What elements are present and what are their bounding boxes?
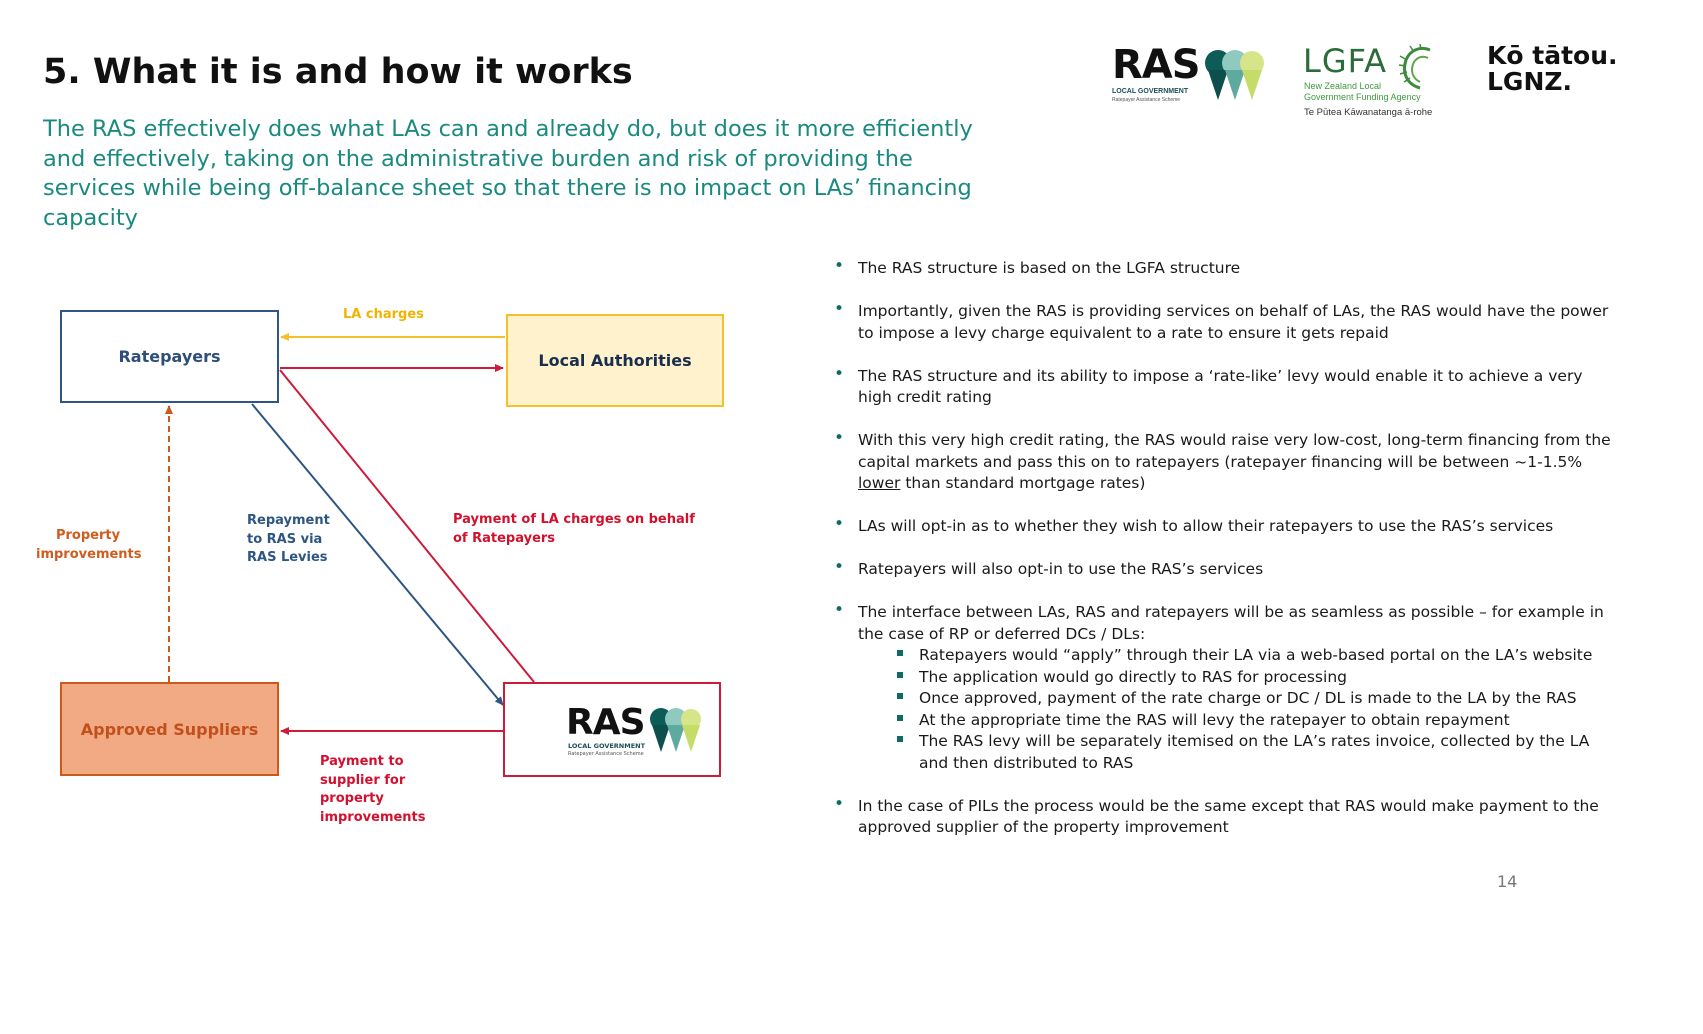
arrow-payment-la-charges <box>279 369 535 683</box>
fern-icon <box>1398 44 1431 90</box>
lgfa-logo-line1: New Zealand Local <box>1304 81 1382 91</box>
ras-logo-name: RAS <box>1112 42 1201 88</box>
sub-bullet-list: Ratepayers would “apply” through their L… <box>858 645 1616 774</box>
lgfa-logo-name: LGFA <box>1303 42 1387 80</box>
square-bullet-icon <box>897 714 903 721</box>
page-title: 5. What it is and how it works <box>43 52 633 92</box>
lgnz-logo-line2: LGNZ. <box>1487 67 1572 96</box>
node-ras: RAS LOCAL GOVERNMENT Ratepayer Assistanc… <box>503 682 721 777</box>
bullet-dot-icon: • <box>834 793 845 814</box>
bullet-item: •In the case of PILs the process would b… <box>834 793 1599 837</box>
bullet-dot-icon: • <box>834 363 845 384</box>
ras-logo-line2: Ratepayer Assistance Scheme <box>1112 97 1181 103</box>
label-la-charges: LA charges <box>343 307 424 322</box>
sub-bullet-item: At the appropriate time the RAS will lev… <box>897 710 1616 732</box>
page-number: 14 <box>1497 872 1518 891</box>
bullet-item: •The RAS structure and its ability to im… <box>834 363 1583 407</box>
bullet-dot-icon: • <box>834 600 845 620</box>
node-ras-line2: Ratepayer Assistance Scheme <box>568 750 644 757</box>
sub-bullet-item: The application would go directly to RAS… <box>897 667 1616 689</box>
square-bullet-icon <box>897 650 903 656</box>
square-bullet-icon <box>897 693 903 699</box>
node-ratepayers: Ratepayers <box>60 310 279 403</box>
bullet-dot-icon: • <box>834 256 845 276</box>
ras-logo-mark-icon <box>1205 50 1264 100</box>
bullet-dot-icon: • <box>834 557 845 577</box>
bullet-list: •The RAS structure is based on the LGFA … <box>834 256 1616 860</box>
node-ras-name: RAS <box>566 701 646 743</box>
page-subtitle: The RAS effectively does what LAs can an… <box>43 116 973 231</box>
bullet-dot-icon: • <box>834 299 845 319</box>
ras-logo-line1: LOCAL GOVERNMENT <box>1112 88 1189 95</box>
node-ras-line1: LOCAL GOVERNMENT <box>568 741 646 750</box>
bullet-item: •Importantly, given the RAS is providing… <box>834 299 1609 342</box>
bullet-dot-icon: • <box>834 428 845 448</box>
arrow-repayment <box>251 403 504 706</box>
sub-bullet-item: Ratepayers would “apply” through their L… <box>897 645 1616 667</box>
square-bullet-icon <box>897 671 903 678</box>
lgnz-logo-line1: Kō tātou. <box>1487 41 1618 70</box>
bullet-item: •The RAS structure is based on the LGFA … <box>834 256 1241 277</box>
label-property-improvements: Property improvements <box>36 528 142 562</box>
bullet-item: •With this very high credit rating, the … <box>834 428 1611 492</box>
bullet-item: •Ratepayers will also opt-in to use the … <box>834 557 1264 578</box>
lgfa-logo-line2: Government Funding Agency <box>1304 92 1421 102</box>
ras-logo-mark-icon <box>650 707 701 752</box>
label-payment-la-charges: Payment of LA charges on behalf of Ratep… <box>453 512 695 546</box>
sub-bullet-item: Once approved, payment of the rate charg… <box>897 688 1616 710</box>
sub-bullet-item: The RAS levy will be separately itemised… <box>897 731 1616 774</box>
bullet-item: •LAs will opt-in as to whether they wish… <box>834 514 1554 535</box>
lgnz-logo: Kō tātou. LGNZ. <box>1487 43 1618 95</box>
label-repayment: Repayment to RAS via RAS Levies <box>247 513 330 565</box>
node-approved-suppliers: Approved Suppliers <box>60 682 279 776</box>
bullet-item: •The interface between LAs, RAS and rate… <box>834 600 1616 774</box>
bullet-dot-icon: • <box>834 514 845 534</box>
square-bullet-icon <box>897 736 903 742</box>
node-local-authorities: Local Authorities <box>506 314 724 407</box>
label-payment-supplier: Payment to supplier for property improve… <box>320 754 426 825</box>
lgfa-logo-line3: Te Pūtea Kāwanatanga ā-rohe <box>1304 107 1433 118</box>
